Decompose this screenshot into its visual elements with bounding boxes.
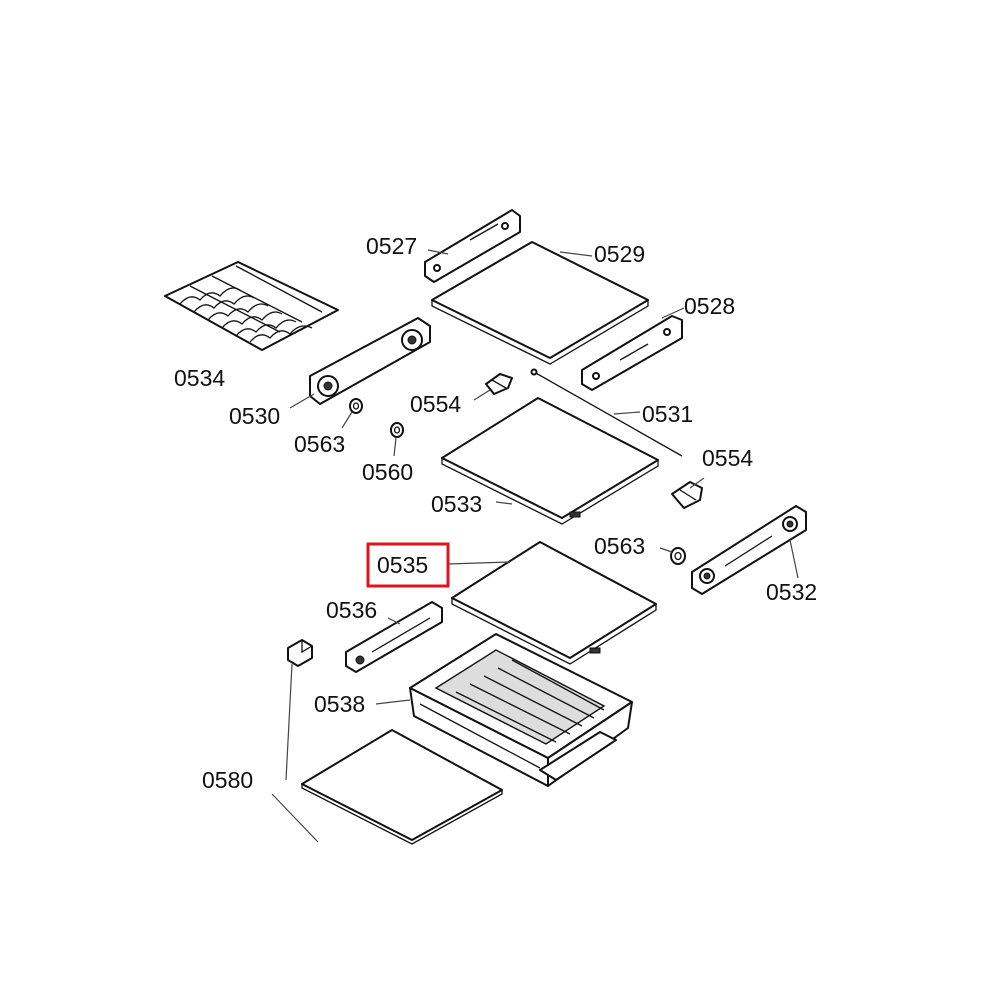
part-0580-connector[interactable] <box>287 639 313 667</box>
label-0563-left: 0563 <box>294 431 345 457</box>
part-0563-washer-right[interactable] <box>670 547 686 565</box>
part-0536-runner[interactable] <box>345 601 443 673</box>
label-0534: 0534 <box>174 365 225 391</box>
leader-lines <box>271 249 799 843</box>
label-0554-upper: 0554 <box>410 391 461 417</box>
label-0532: 0532 <box>766 579 817 605</box>
part-0554-clip-lower[interactable] <box>671 481 703 509</box>
label-0528: 0528 <box>684 293 735 319</box>
part-0563-washer-left[interactable] <box>349 398 363 414</box>
part-0532-right-bracket[interactable] <box>691 505 807 595</box>
label-0554-lower: 0554 <box>702 445 753 471</box>
part-0535-crisper-cover[interactable] <box>451 541 657 665</box>
part-0538-crisper-drawer[interactable] <box>409 633 633 787</box>
part-labels: 0527 0529 0528 0534 0530 0554 0531 0563 … <box>174 233 817 793</box>
label-0580: 0580 <box>202 767 253 793</box>
label-0530: 0530 <box>229 403 280 429</box>
part-0560-pin[interactable] <box>390 422 404 438</box>
part-0534-wine-rack[interactable] <box>164 261 339 351</box>
label-0529: 0529 <box>594 241 645 267</box>
label-0563-right: 0563 <box>594 533 645 559</box>
part-0528-side-rail[interactable] <box>581 315 683 391</box>
label-0533: 0533 <box>431 491 482 517</box>
part-0533-middle-shelf[interactable] <box>441 397 659 525</box>
part-0531-rod[interactable] <box>530 368 683 457</box>
part-0554-clip-upper[interactable] <box>485 373 513 395</box>
label-0531: 0531 <box>642 401 693 427</box>
label-0536: 0536 <box>326 597 377 623</box>
part-0529-top-shelf[interactable] <box>431 241 649 365</box>
part-bottom-glass-plate[interactable] <box>301 729 503 845</box>
label-0535: 0535 <box>377 552 428 578</box>
label-0560: 0560 <box>362 459 413 485</box>
highlight-box-0535 <box>366 542 450 588</box>
part-0527-side-rail[interactable] <box>424 209 521 283</box>
label-0538: 0538 <box>314 691 365 717</box>
label-0527: 0527 <box>366 233 417 259</box>
